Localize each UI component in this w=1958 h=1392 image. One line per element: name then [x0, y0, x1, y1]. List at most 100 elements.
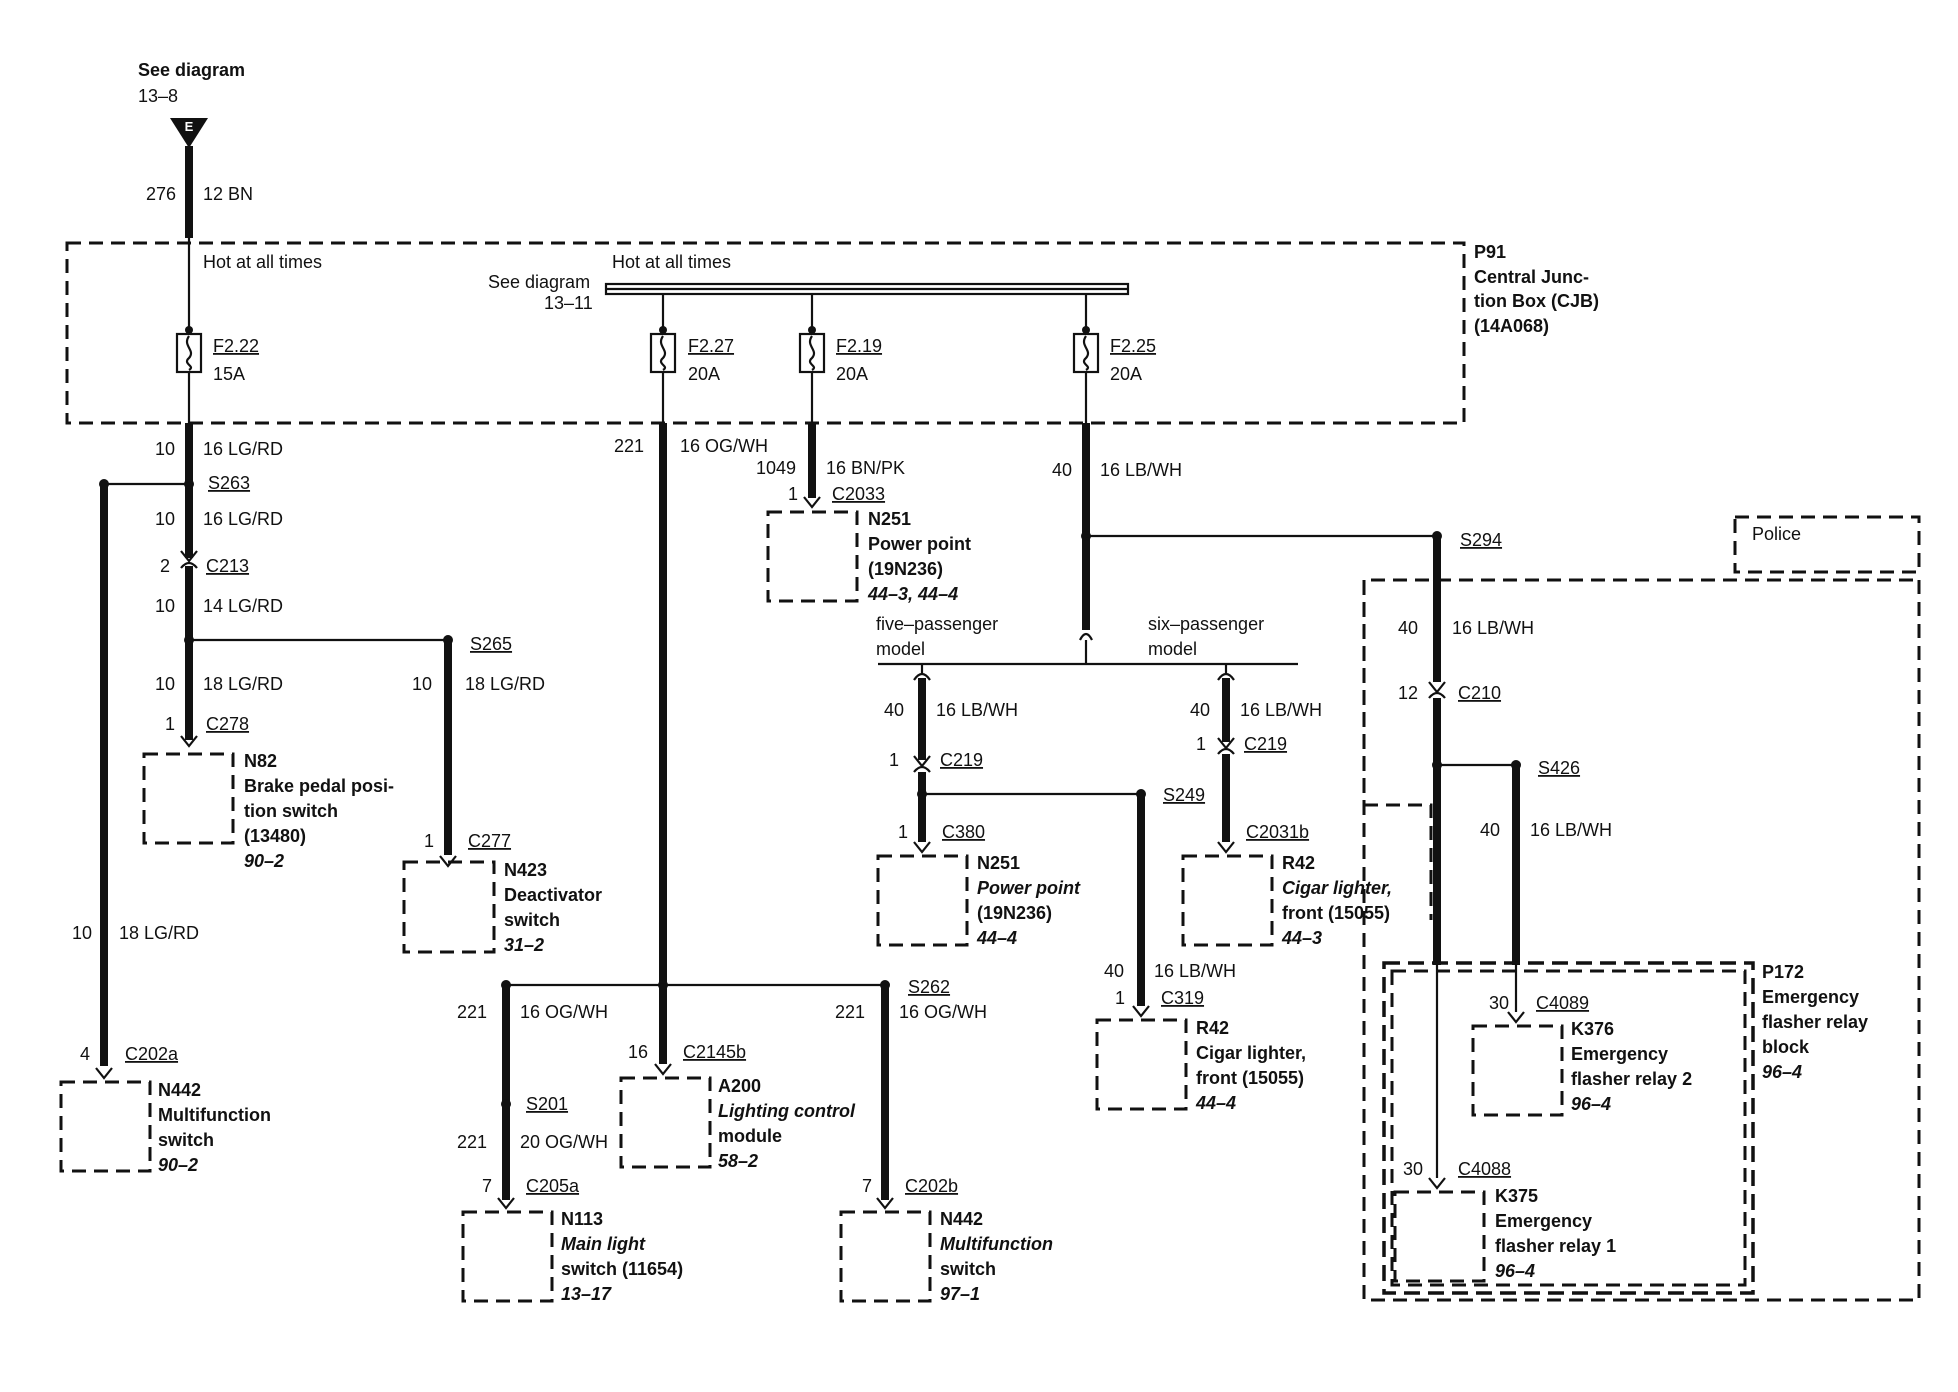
splice-label: S262: [908, 977, 950, 997]
wire-label: 18 LG/RD: [119, 923, 199, 943]
connector-pin: 4: [80, 1044, 90, 1064]
component-k376-box: [1471, 1024, 1564, 1117]
component-line: switch: [504, 910, 560, 930]
wire-label: 16 LB/WH: [936, 700, 1018, 720]
wire-circuit: 221: [457, 1002, 487, 1022]
component-line: Multifunction: [158, 1105, 271, 1125]
component-line: front (15055): [1196, 1068, 1304, 1088]
p172-block: [1382, 961, 1755, 1295]
wire-circuit: 40: [1480, 820, 1500, 840]
component-line: Brake pedal posi-: [244, 776, 394, 796]
component-ref: 96–4: [1495, 1261, 1535, 1281]
splice-label: S201: [526, 1094, 568, 1114]
wire-label: 16 OG/WH: [899, 1002, 987, 1022]
component-id: N251: [868, 509, 911, 529]
source-connector-letter: E: [185, 119, 194, 134]
component-r42-b-box: [1095, 1018, 1188, 1111]
wire-label: 16 LB/WH: [1154, 961, 1236, 981]
connector-label: C319: [1161, 988, 1204, 1008]
component-line: Multifunction: [940, 1234, 1053, 1254]
connector-label: C210: [1458, 683, 1501, 703]
component-line: (13480): [244, 826, 306, 846]
component-n251-b-box: [876, 854, 969, 947]
wire-circuit: 1049: [756, 458, 796, 478]
component-id: P172: [1762, 962, 1804, 982]
wire-label: 16 LB/WH: [1240, 700, 1322, 720]
connector-label: C219: [1244, 734, 1287, 754]
fuse-f2-22-rating: 15A: [213, 364, 245, 384]
component-line: Emergency: [1495, 1211, 1592, 1231]
component-line: Power point: [977, 878, 1081, 898]
component-ref: 44–4: [1195, 1093, 1236, 1113]
component-id: R42: [1282, 853, 1315, 873]
component-id: N442: [158, 1080, 201, 1100]
wire-label: 14 LG/RD: [203, 596, 283, 616]
wire-circuit: 40: [1104, 961, 1124, 981]
fuse-f2-22-icon: [175, 326, 203, 374]
cjb-see-diagram: See diagram: [488, 272, 590, 292]
wire-label: 18 LG/RD: [203, 674, 283, 694]
wire-circuit: 10: [155, 509, 175, 529]
splice-label: S294: [1460, 530, 1502, 550]
wire-circuit: 10: [72, 923, 92, 943]
fuse-f2-25-rating: 20A: [1110, 364, 1142, 384]
source-ref: 13–8: [138, 86, 178, 106]
component-id: N423: [504, 860, 547, 880]
wire-label: 16 LG/RD: [203, 509, 283, 529]
component-line: Emergency: [1571, 1044, 1668, 1064]
police-box: [1733, 515, 1921, 574]
connector-c213-icon: [180, 550, 198, 563]
wire-circuit: 10: [155, 439, 175, 459]
connector-label: C380: [942, 822, 985, 842]
connector-pin: 7: [482, 1176, 492, 1196]
cjb-id: P91: [1474, 242, 1506, 262]
wire-circuit: 10: [412, 674, 432, 694]
connector-pin: 1: [1196, 734, 1206, 754]
component-line: Emergency: [1762, 987, 1859, 1007]
component-line: flasher relay: [1762, 1012, 1868, 1032]
wire-label: 20 OG/WH: [520, 1132, 608, 1152]
splice-s201: [501, 1099, 511, 1109]
component-ref: 97–1: [940, 1284, 980, 1304]
wire-label: 16 LB/WH: [1452, 618, 1534, 638]
component-line: flasher relay 1: [1495, 1236, 1616, 1256]
cjb-box: [65, 241, 1466, 425]
component-ref: 13–17: [561, 1284, 612, 1304]
connector-pin: 2: [160, 556, 170, 576]
component-r42-a-box: [1181, 854, 1274, 947]
cjb-see-diagram-ref: 13–11: [544, 293, 593, 313]
fuse-f2-27-rating: 20A: [688, 364, 720, 384]
component-id: K375: [1495, 1186, 1538, 1206]
component-ref: 90–2: [244, 851, 284, 871]
fuse-f2-27-icon: [649, 326, 677, 374]
component-id: N82: [244, 751, 277, 771]
cjb-line-1: Central Junc-: [1474, 267, 1589, 287]
connector-pin: 1: [788, 484, 798, 504]
police-label: Police: [1752, 524, 1801, 544]
fuse-f2-22-name: F2.22: [213, 336, 259, 356]
component-ref: 96–4: [1762, 1062, 1802, 1082]
connector-pin: 30: [1489, 993, 1509, 1013]
connector-pin: 1: [1115, 988, 1125, 1008]
splice-label: S265: [470, 634, 512, 654]
component-line: flasher relay 2: [1571, 1069, 1692, 1089]
component-a200-box: [619, 1076, 712, 1169]
component-id: N113: [561, 1209, 603, 1229]
component-line: Deactivator: [504, 885, 602, 905]
component-n442-box: [59, 1080, 152, 1173]
six-passenger-label: six–passenger: [1148, 614, 1264, 634]
connector-pin: 16: [628, 1042, 648, 1062]
wire-circuit: 40: [1190, 700, 1210, 720]
wire-label: 16 OG/WH: [680, 436, 768, 456]
wire-label: 16 LG/RD: [203, 439, 283, 459]
component-line: Lighting control: [718, 1101, 856, 1121]
component-n423-box: [402, 860, 496, 954]
wire-label: 18 LG/RD: [465, 674, 545, 694]
wire-label: 16 LB/WH: [1100, 460, 1182, 480]
component-n113-box: [461, 1210, 554, 1303]
connector-pin: 30: [1403, 1159, 1423, 1179]
component-ref: 44–3: [1281, 928, 1322, 948]
component-line: Cigar lighter,: [1196, 1043, 1306, 1063]
six-passenger-model: model: [1148, 639, 1197, 659]
